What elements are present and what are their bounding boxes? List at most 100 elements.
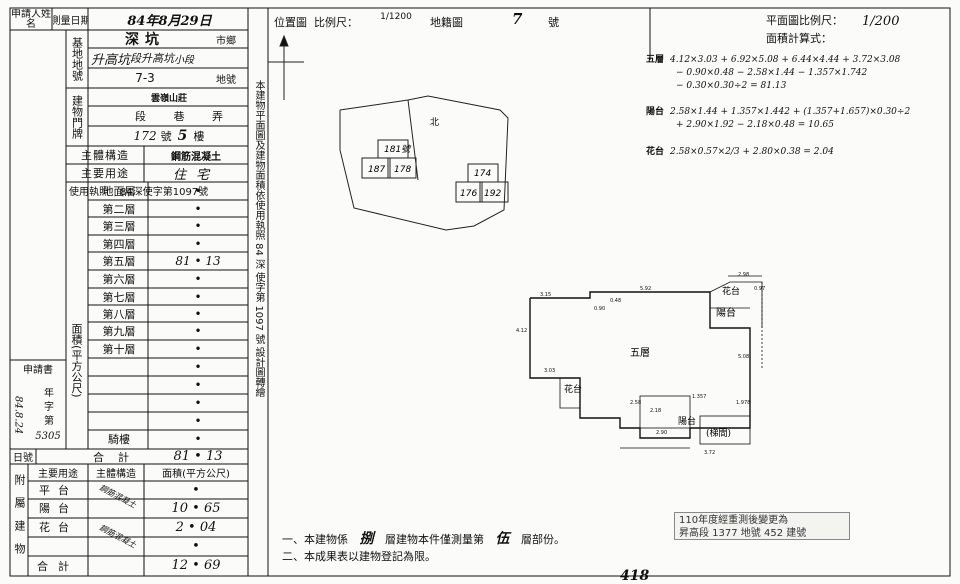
cadastral-label: 地籍圖 <box>430 16 463 29</box>
map-lot-176: 176 <box>460 189 477 199</box>
floor-plan: 3.15 5.92 0.90 0.48 4.12 3.03 2.98 0.97 … <box>516 272 765 456</box>
floor-row-value: • <box>194 306 202 321</box>
scale-label: 比例尺： <box>314 16 358 29</box>
plan-dim-1: 3.15 <box>540 292 551 298</box>
application-number: 5305 <box>35 430 61 442</box>
annex-col-area: 面積(平方公尺) <box>162 469 230 480</box>
floor-row-value: • <box>194 218 202 233</box>
floor-suffix: 樓 <box>193 130 205 143</box>
formula-fifth-line-3: − 0.30×0.30÷2 = 81.13 <box>676 81 787 91</box>
use-value: 住宅 <box>172 167 219 183</box>
floor-row-label: 第二層 <box>102 202 136 216</box>
use-label: 主要用途 <box>81 167 129 180</box>
floor-row-label: 第六層 <box>102 272 136 286</box>
location-map-label: 位置圖 <box>274 16 307 29</box>
floor-row-value: • <box>194 395 202 410</box>
plan-dim-13: 5.08 <box>738 354 749 360</box>
plan-planter-1: 花台 <box>722 285 740 297</box>
annex-row-value: • <box>192 538 200 554</box>
floor-row-value: • <box>194 271 202 286</box>
stamp-line-2: 昇高段 1377 地號 452 建號 <box>679 528 807 539</box>
structure-value: 鋼筋混凝土 <box>171 151 221 163</box>
application-day-label: 日號 <box>13 453 33 464</box>
plan-dim-6: 3.03 <box>544 368 555 374</box>
plan-dim-16: 1.357 <box>692 394 706 400</box>
formula-balcony-line-1: 2.58×1.44 + 1.357×1.442 + (1.357+1.657)×… <box>670 107 911 117</box>
floor-row-label <box>90 358 148 375</box>
plan-dim-18: 1.978 <box>736 400 750 406</box>
annex-total-value: 12 • 69 <box>171 558 221 573</box>
land-section: 升高坑段升高坑小段 <box>91 52 195 68</box>
annex-col-use: 主要用途 <box>38 469 78 480</box>
map-lot-192: 192 <box>484 189 501 199</box>
formula-planter-line-1: 2.58×0.57×2/3 + 2.80×0.38 = 2.04 <box>670 147 834 157</box>
formula-fifth-label: 五層 <box>646 55 665 65</box>
building-road-row: 段 巷 弄 <box>135 110 223 123</box>
floor-row-value: • <box>194 183 202 198</box>
formula-planter: 花台 2.58×0.57×2/3 + 2.80×0.38 = 2.04 <box>646 146 946 159</box>
remeasure-stamp: 110年度經重測後變更為 昇高段 1377 地號 452 建號 <box>674 512 850 540</box>
floor-row-label <box>90 412 148 429</box>
formula-balcony-line-2: + 2.90×1.92 − 2.18×0.48 = 10.65 <box>676 120 834 130</box>
building-village: 雲嶺山莊 <box>150 93 187 104</box>
permit-label: 使用執照 <box>69 186 109 198</box>
building-number-row: 172 號 5 樓 <box>90 126 248 146</box>
door-label: 建物門牌 <box>70 95 84 139</box>
plan-dim-22: 3.72 <box>704 450 715 456</box>
formula-balcony: 陽台 2.58×1.44 + 1.357×1.442 + (1.357+1.657… <box>646 106 950 132</box>
land-city: 深坑 <box>125 32 165 48</box>
plan-dim-2: 5.92 <box>640 286 651 292</box>
floor-row-value: • <box>194 323 202 338</box>
cadastral-suffix: 號 <box>548 16 559 29</box>
plan-scale-label: 平面圖比例尺： <box>766 14 843 27</box>
formula-fifth-line-1: 4.12×3.03 + 6.92×5.08 + 6.44×4.44 + 3.72… <box>670 55 901 65</box>
map-lot-174: 174 <box>474 169 491 179</box>
scale-location: 1/1200 <box>380 12 412 22</box>
plan-outline <box>529 291 751 439</box>
footer-number: 418 <box>620 568 650 584</box>
floor-total-value: 81 • 13 <box>173 449 223 464</box>
plan-stair-label: (梯間) <box>706 427 731 439</box>
plan-dim-20: 2.90 <box>656 430 667 436</box>
annex-total-label: 合計 <box>37 559 79 573</box>
plan-dim-0: 2.98 <box>738 272 749 278</box>
formula-balcony-label: 陽台 <box>646 107 665 117</box>
floor-row-value: • <box>194 289 202 304</box>
floor-row-value: • <box>194 341 202 356</box>
area-calc-label: 面積計算式： <box>766 32 832 45</box>
note-1-count: 捌 <box>359 531 374 547</box>
floor-row-value: 81 • 13 <box>175 253 221 268</box>
floor-row-value: • <box>194 413 202 428</box>
formula-fifth-line-2: − 0.90×0.48 − 2.58×1.44 − 1.357×1.742 <box>676 68 868 78</box>
note-1-prefix: 一、本建物係 <box>282 533 348 546</box>
plan-dim-4: 0.48 <box>610 298 621 304</box>
survey-date-value: 84年8月29日 <box>127 14 212 29</box>
floor-row-label: 第四層 <box>102 237 136 251</box>
map-lot-181: 181號 <box>384 144 412 155</box>
annex-row-value: 10 • 65 <box>171 500 221 516</box>
survey-date-label: 測量日期 <box>53 16 88 27</box>
plan-planter-2: 花台 <box>564 383 582 395</box>
formula-planter-label: 花台 <box>646 147 665 157</box>
floor-row-value: • <box>194 377 202 392</box>
application-year-label: 年字第 <box>41 388 53 428</box>
land-lot: 7-3 <box>135 71 155 85</box>
building-number: 172 <box>133 129 157 143</box>
formula-fifth-floor: 五層 4.12×3.03 + 6.92×5.08 + 6.44×4.44 + 3.… <box>646 54 946 93</box>
location-map: 北 181號 187 178 174 176 192 <box>268 34 509 231</box>
annex-col-structure: 主體構造 <box>96 469 136 480</box>
note-1-mid: 層建物本件僅測量第 <box>385 533 484 546</box>
note-1-floor: 伍 <box>495 531 510 547</box>
note-1: 一、本建物係 捌 層建物本件僅測量第 伍 層部份。 <box>282 528 565 548</box>
map-north-char: 北 <box>430 117 439 128</box>
floor-area-label: 面積(平方公尺) <box>70 322 83 398</box>
floor-row-label: 第五層 <box>102 254 136 268</box>
application-date: 84.8.24 <box>12 395 24 435</box>
floor-row-value: • <box>194 201 202 216</box>
cadastral-number: 7 <box>512 10 523 28</box>
floor-row-label: 騎樓 <box>108 432 130 446</box>
base-lot-label: 基地地號 <box>70 37 84 81</box>
floor-row-label: 第八層 <box>102 307 136 321</box>
floor-row-label <box>90 394 148 411</box>
